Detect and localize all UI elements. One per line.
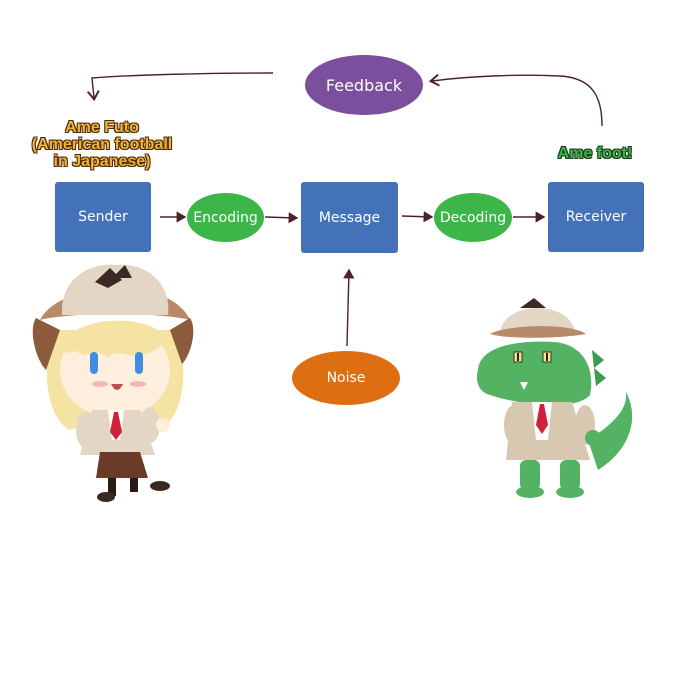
noise-label: Noise xyxy=(326,370,366,386)
sender-caption: Ame Futo (American football in Japanese) xyxy=(18,119,186,170)
decoding-label: Decoding xyxy=(439,209,507,226)
sender-label: Sender xyxy=(78,209,128,225)
arrow-receiver-feedback xyxy=(432,75,603,127)
encoding-node: Encoding xyxy=(187,193,264,242)
feedback-node: Feedback xyxy=(305,55,423,115)
arrow-noise-message xyxy=(343,268,355,347)
sender-caption-line3: in Japanese) xyxy=(53,153,151,170)
arrow-message-decoding xyxy=(401,211,434,223)
arrow-feedback-sender xyxy=(92,72,274,98)
arrow-encoding-message xyxy=(264,212,299,224)
receiver-caption-text: Ame foot! xyxy=(557,145,633,162)
message-label: Message xyxy=(318,209,381,226)
sender-caption-line2: (American football xyxy=(31,136,173,153)
sender-caption-line1: Ame Futo xyxy=(65,119,139,136)
receiver-caption: Ame foot! xyxy=(540,145,650,162)
noise-node: Noise xyxy=(292,351,400,405)
feedback-label: Feedback xyxy=(325,75,403,95)
receiver-node: Receiver xyxy=(548,182,644,252)
sender-node: Sender xyxy=(55,182,151,252)
encoding-label: Encoding xyxy=(193,209,258,226)
decoding-node: Decoding xyxy=(434,193,512,242)
message-node: Message xyxy=(301,182,398,253)
receiver-label: Receiver xyxy=(565,209,627,225)
